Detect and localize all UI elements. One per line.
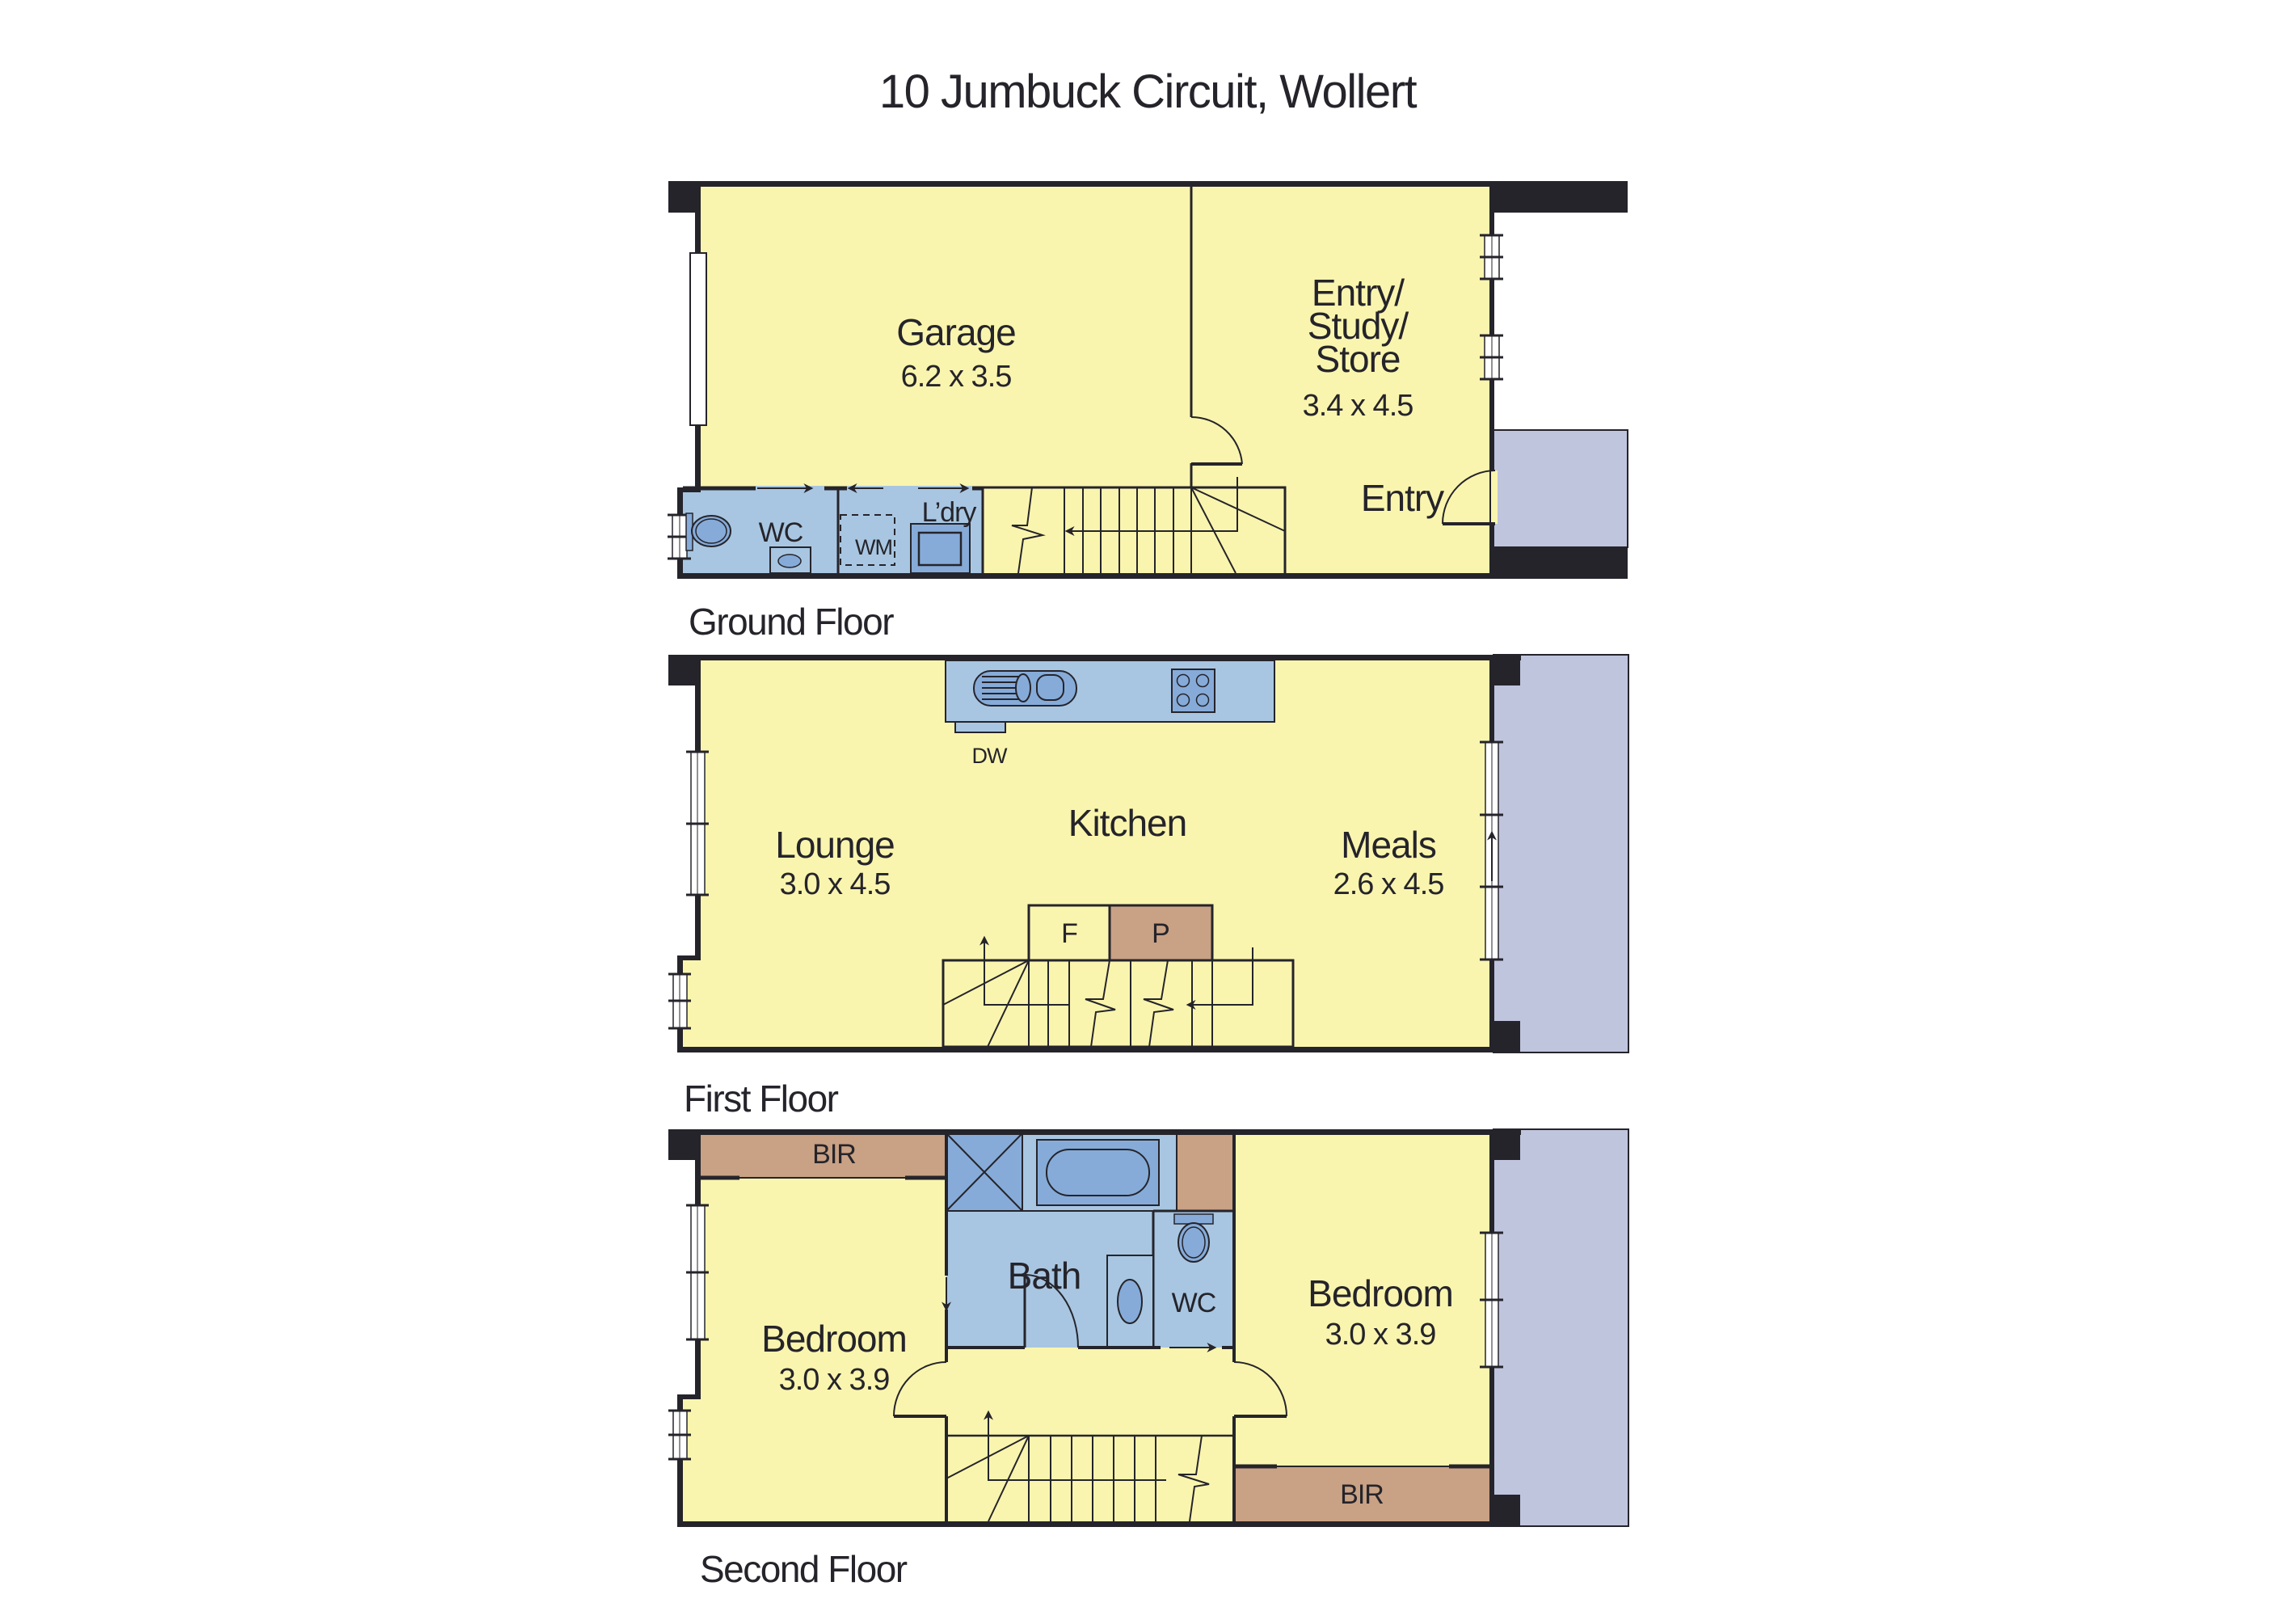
window-icon bbox=[686, 1204, 709, 1341]
room-label-bir-left: BIR bbox=[812, 1139, 857, 1170]
toilet-icon bbox=[1173, 1213, 1214, 1263]
dishwasher bbox=[954, 721, 1006, 733]
room-dims-meals: 2.6 x 4.5 bbox=[1333, 867, 1445, 901]
washing-machine-outline bbox=[840, 514, 895, 566]
built-in-robe bbox=[701, 1133, 946, 1178]
room-label-upstairs-wc: WC bbox=[1171, 1288, 1217, 1318]
door-swing bbox=[1190, 415, 1243, 465]
label-pantry: P bbox=[1152, 918, 1170, 949]
linen-cupboard bbox=[1176, 1133, 1235, 1212]
window-icon bbox=[1480, 1231, 1503, 1369]
window-icon bbox=[686, 750, 709, 896]
entry-study-area bbox=[1190, 186, 1491, 573]
door-swing bbox=[1024, 1274, 1079, 1348]
staircase bbox=[942, 935, 1295, 1048]
room-dims-garage: 6.2 x 3.5 bbox=[900, 360, 1013, 394]
laundry-trough-icon bbox=[910, 523, 971, 574]
balcony bbox=[1493, 654, 1629, 1053]
toilet-icon bbox=[685, 513, 731, 551]
door-swing bbox=[1442, 470, 1496, 525]
page-title: 10 Jumbuck Circuit, Wollert bbox=[878, 65, 1418, 118]
room-label-bath: Bath bbox=[1007, 1255, 1082, 1297]
window-icon bbox=[1480, 234, 1503, 281]
room-label-bedroom-right: Bedroom bbox=[1308, 1272, 1454, 1314]
second-floor-plan bbox=[668, 1128, 1629, 1527]
floor-label-second: Second Floor bbox=[700, 1548, 908, 1590]
room-label-ground-wc: WC bbox=[758, 517, 804, 548]
staircase bbox=[945, 1410, 1234, 1522]
floor-label-first: First Floor bbox=[684, 1078, 839, 1120]
room-dims-bedroom-left: 3.0 x 3.9 bbox=[778, 1363, 891, 1397]
cooktop-icon bbox=[1171, 669, 1215, 713]
room-label-kitchen: Kitchen bbox=[1068, 802, 1187, 844]
staircase bbox=[983, 477, 1287, 574]
room-label-bedroom-left: Bedroom bbox=[761, 1318, 908, 1360]
room-label-lounge: Lounge bbox=[775, 824, 895, 866]
room-label-laundry: L’dry bbox=[921, 497, 977, 528]
balcony bbox=[1493, 1128, 1629, 1527]
room-label-entry: Entry bbox=[1360, 477, 1444, 519]
room-dims-lounge: 3.0 x 4.5 bbox=[779, 867, 891, 901]
porch bbox=[1493, 429, 1628, 548]
room-label-line: Study/ bbox=[1307, 305, 1409, 347]
vanity-basin-icon bbox=[1106, 1255, 1154, 1348]
room-label-line: Store bbox=[1315, 338, 1401, 380]
room-label-line: Entry/ bbox=[1311, 272, 1405, 314]
sliding-door-icon bbox=[1480, 740, 1503, 961]
door-swing bbox=[893, 1361, 947, 1417]
first-floor-plan bbox=[668, 654, 1629, 1053]
label-dishwasher: DW bbox=[971, 744, 1008, 768]
window-icon bbox=[668, 972, 691, 1030]
door-swing bbox=[1233, 1361, 1287, 1417]
floor-label-ground: Ground Floor bbox=[689, 601, 895, 643]
label-fridge: F bbox=[1061, 918, 1078, 949]
room-dims-entry-study-store: 3.4 x 4.5 bbox=[1302, 389, 1414, 423]
garage-area bbox=[701, 186, 1190, 487]
label-washing-machine: WM bbox=[855, 535, 893, 559]
garage-door bbox=[689, 252, 707, 426]
window-icon bbox=[668, 1409, 691, 1461]
room-label-entry-study-store: Entry/ Study/ Store bbox=[1307, 272, 1409, 380]
bathtub-icon bbox=[1036, 1139, 1160, 1206]
ground-floor-plan bbox=[668, 181, 1628, 579]
window-icon bbox=[1480, 334, 1503, 381]
room-dims-bedroom-right: 3.0 x 3.9 bbox=[1325, 1318, 1437, 1352]
basin-icon bbox=[769, 546, 811, 574]
room-label-bir-right: BIR bbox=[1340, 1479, 1384, 1510]
sink-icon bbox=[973, 670, 1077, 707]
room-label-meals: Meals bbox=[1341, 824, 1437, 866]
built-in-robe bbox=[1234, 1466, 1489, 1521]
room-label-garage: Garage bbox=[896, 311, 1016, 353]
